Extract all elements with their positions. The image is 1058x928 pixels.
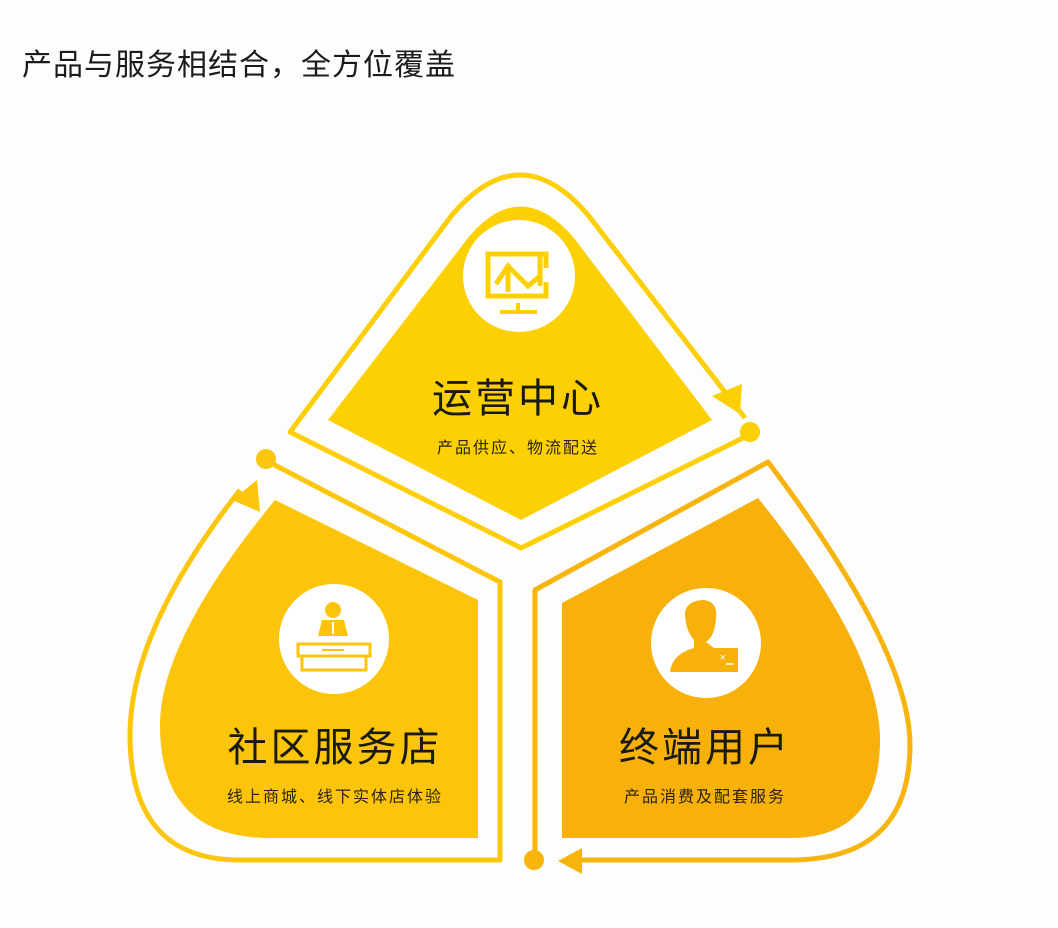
arrow-bottom-left-icon <box>558 848 582 874</box>
node-subtitle: 产品消费及配套服务 <box>623 787 786 806</box>
node-subtitle: 线上商城、线下实体店体验 <box>226 787 443 806</box>
node-operations: 运营中心 产品供应、物流配送 <box>368 366 668 458</box>
page-title: 产品与服务相结合，全方位覆盖 <box>22 48 456 83</box>
node-title: 终端用户 <box>619 725 791 771</box>
node-title: 运营中心 <box>432 376 604 422</box>
user-card-icon: × <box>651 588 761 698</box>
monitor-chart-icon <box>463 220 575 332</box>
svg-text:×: × <box>719 653 727 663</box>
right-outline-path <box>532 459 913 863</box>
top-outline-path <box>287 172 757 551</box>
node-title: 社区服务店 <box>227 725 443 771</box>
dot-bottom <box>524 850 544 870</box>
arrow-top-right-icon <box>712 384 742 414</box>
dot-top-right <box>740 422 760 442</box>
service-desk-icon <box>279 584 389 694</box>
top-petal <box>328 206 712 520</box>
node-end-user: 终端用户 产品消费及配套服务 <box>555 715 855 807</box>
node-community-store: 社区服务店 线上商城、线下实体店体验 <box>185 715 485 807</box>
left-outline-path <box>127 457 503 863</box>
arrow-left-up-icon <box>232 480 260 512</box>
node-subtitle: 产品供应、物流配送 <box>436 438 599 457</box>
dot-left-top <box>256 449 276 469</box>
